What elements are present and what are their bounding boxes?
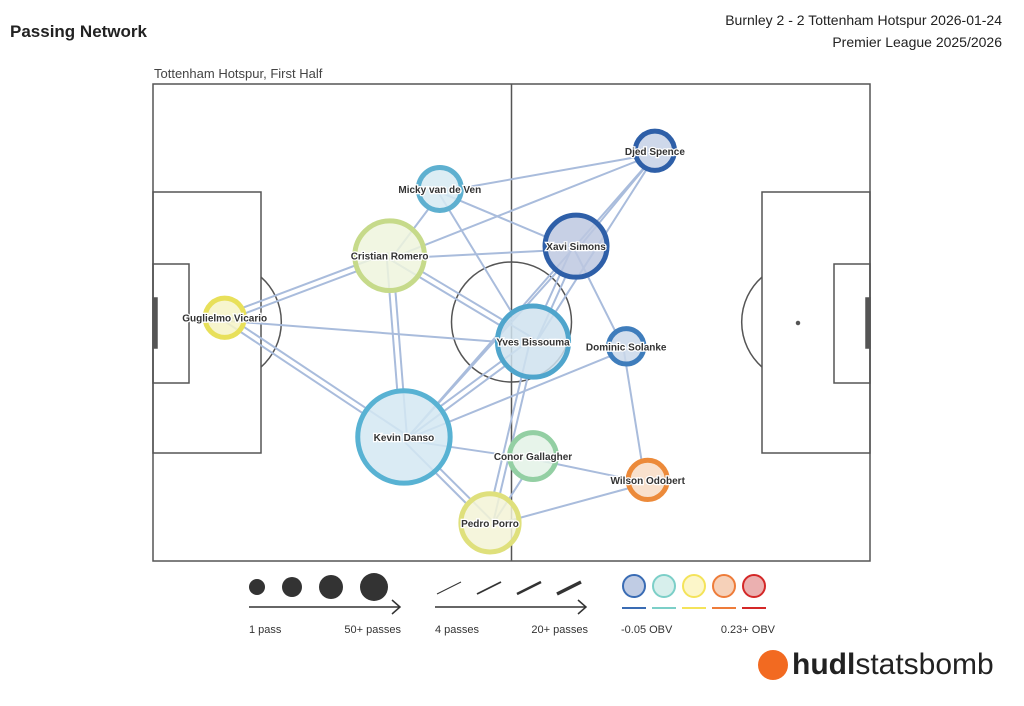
player-circle xyxy=(352,218,427,294)
pass-edge-arrowhead xyxy=(346,270,357,276)
legend-line-min: 4 passes xyxy=(435,624,480,636)
player-node[interactable]: Pedro Porro xyxy=(458,491,522,555)
pass-edge-arrowhead xyxy=(489,318,500,326)
player-circle xyxy=(494,303,572,380)
pass-edge-arrowhead xyxy=(625,160,637,167)
player-label: Kevin Danso xyxy=(374,433,435,444)
player-label: Pedro Porro xyxy=(461,519,519,530)
player-circle xyxy=(542,212,610,280)
legend-obv-marker xyxy=(652,574,676,598)
player-label: Guglielmo Vicario xyxy=(182,314,267,325)
legend-line-max: 20+ passes xyxy=(531,624,588,636)
player-circle xyxy=(458,491,522,555)
match-info: Burnley 2 - 2 Tottenham Hotspur 2026-01-… xyxy=(725,12,1002,28)
pass-edge-arrowhead xyxy=(394,292,398,303)
pass-edge-arrowhead xyxy=(532,250,544,253)
pass-edge xyxy=(390,160,637,260)
pass-edge-arrowhead xyxy=(609,320,616,331)
pass-edge xyxy=(405,168,644,440)
pass-edge-arrowhead xyxy=(495,365,506,374)
pass-edge-arrowhead xyxy=(638,448,643,460)
legend-obv-marker xyxy=(682,574,706,598)
logo-text-statsbomb: statsbomb xyxy=(855,648,994,681)
legend-obv-min: -0.05 OBV xyxy=(621,624,673,636)
legend-obv-marker xyxy=(622,574,646,598)
legend-size-marker xyxy=(319,575,343,599)
player-node[interactable]: Kevin Danso xyxy=(355,388,453,486)
player-circle xyxy=(507,430,559,482)
player-node[interactable]: Micky van de Ven xyxy=(397,164,482,213)
player-circle xyxy=(632,128,678,173)
player-node[interactable]: Xavi Simons xyxy=(542,212,610,280)
pass-edge-arrowhead xyxy=(243,302,255,309)
legend-size-max: 50+ passes xyxy=(344,624,401,636)
page-title: Passing Network xyxy=(10,22,147,41)
player-node[interactable]: Cristian Romero xyxy=(349,218,430,294)
legend-size-marker xyxy=(249,579,265,595)
pass-edge xyxy=(222,319,363,414)
legend-size-min: 1 pass xyxy=(249,624,282,636)
legend-line-marker xyxy=(476,581,502,595)
player-circle xyxy=(355,388,453,486)
pass-edge xyxy=(224,319,496,343)
legend: 1 pass 50+ passes 4 passes 20+ passes -0… xyxy=(249,573,776,636)
player-node[interactable]: Djed Spence xyxy=(624,128,687,173)
pass-edge-arrowhead xyxy=(599,355,610,362)
pass-edge-arrowhead xyxy=(623,156,635,161)
player-circle xyxy=(606,326,647,367)
player-node[interactable]: Guglielmo Vicario xyxy=(181,295,268,340)
legend-size-marker xyxy=(282,577,302,597)
player-node[interactable]: Yves Bissouma xyxy=(494,303,572,380)
pass-edge-arrowhead xyxy=(457,494,467,504)
logo-text-hudl: hudl xyxy=(792,648,856,681)
legend-obv-marker xyxy=(742,574,766,598)
pass-edge-arrowhead xyxy=(560,277,566,288)
pass-edge-arrowhead xyxy=(243,326,254,334)
pass-edge-arrowhead xyxy=(534,231,545,237)
pass-edge-arrowhead xyxy=(515,478,523,489)
logo-icon xyxy=(758,650,788,680)
player-label: Xavi Simons xyxy=(546,242,606,253)
pass-edge-arrowhead xyxy=(504,301,512,312)
pass-edge xyxy=(440,156,635,193)
legend-line-marker xyxy=(436,581,462,595)
competition-info: Premier League 2025/2026 xyxy=(832,34,1002,50)
legend-size-marker xyxy=(360,573,388,601)
chart-subtitle: Tottenham Hotspur, First Half xyxy=(154,66,323,81)
player-circle xyxy=(202,295,247,340)
pass-edge-arrowhead xyxy=(422,271,433,279)
player-node[interactable]: Wilson Odobert xyxy=(609,457,687,503)
player-label: Micky van de Ven xyxy=(398,185,481,196)
pass-edge-arrowhead xyxy=(421,209,429,219)
player-label: Djed Spence xyxy=(625,147,685,158)
legend-obv-marker xyxy=(712,574,736,598)
pass-edge-arrowhead xyxy=(545,296,551,307)
pass-edge-arrowhead xyxy=(440,399,450,407)
pass-edge xyxy=(225,270,357,322)
pass-edge-arrowhead xyxy=(395,378,398,390)
player-label: Conor Gallagher xyxy=(494,452,572,463)
pass-edge-arrowhead xyxy=(439,468,449,477)
player-node[interactable]: Dominic Solanke xyxy=(585,326,668,367)
player-label: Yves Bissouma xyxy=(496,338,570,349)
player-node[interactable]: Conor Gallagher xyxy=(493,430,574,482)
legend-line-marker xyxy=(516,580,542,596)
player-label: Cristian Romero xyxy=(351,252,429,263)
pass-edge-arrowhead xyxy=(352,406,363,414)
legend-line-marker xyxy=(556,580,582,596)
player-label: Wilson Odobert xyxy=(611,476,686,487)
player-label: Dominic Solanke xyxy=(586,342,667,353)
player-circle xyxy=(625,457,670,503)
legend-obv-max: 0.23+ OBV xyxy=(721,624,776,636)
player-circle xyxy=(415,164,464,213)
